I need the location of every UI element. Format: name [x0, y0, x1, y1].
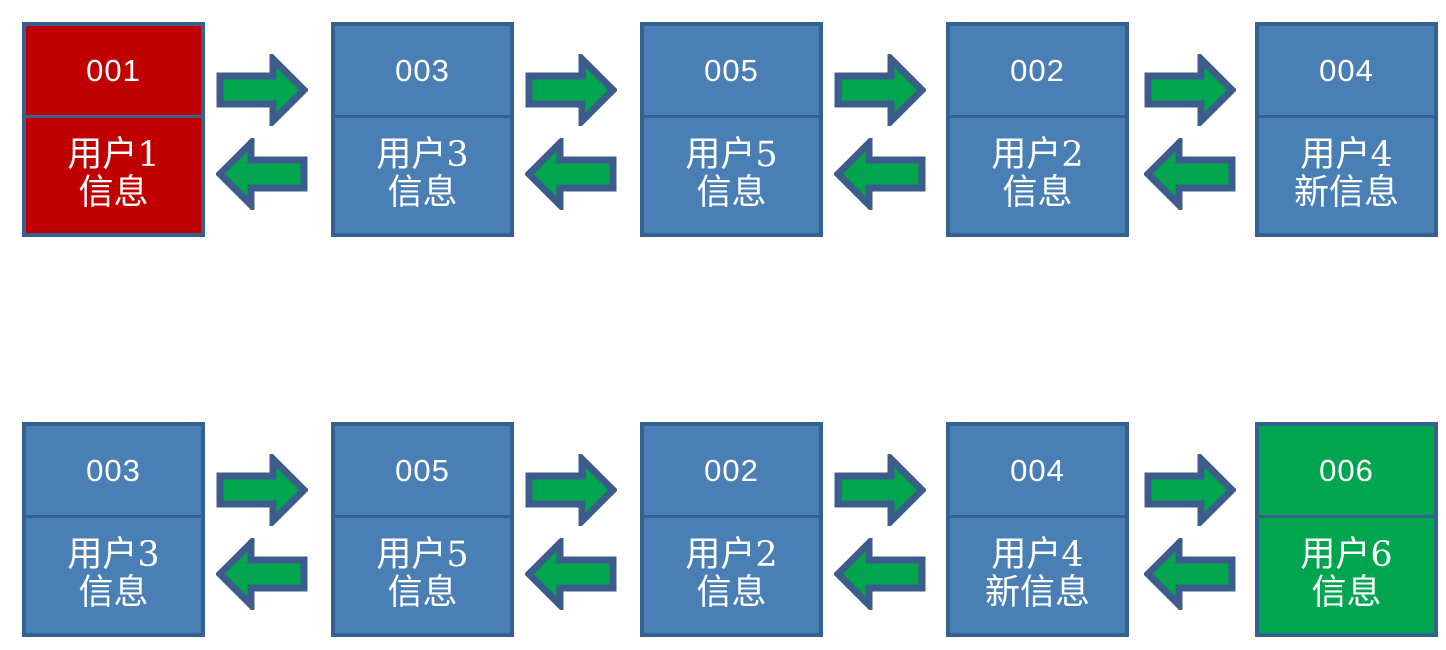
link-arrows [216, 454, 308, 614]
node-id: 006 [1319, 453, 1374, 488]
arrow-left-icon [216, 538, 308, 610]
node-box[interactable]: 005 用户5 信息 [640, 22, 823, 237]
node-body-line-1: 用户3 [376, 134, 469, 175]
node-header: 001 [26, 26, 201, 118]
link-arrows [834, 54, 926, 214]
node-body-line-1: 用户2 [991, 134, 1084, 175]
arrow-right-icon [216, 54, 308, 126]
node-id: 002 [704, 453, 759, 488]
node-body-line-2: 信息 [387, 172, 458, 213]
node-id: 002 [1010, 53, 1065, 88]
node-body-line-1: 用户2 [685, 534, 778, 575]
node-body: 用户1 信息 [26, 118, 201, 233]
node-body: 用户6 信息 [1259, 518, 1434, 633]
node-body: 用户3 信息 [335, 118, 510, 233]
node-body-line-1: 用户5 [685, 134, 778, 175]
node-id: 004 [1319, 53, 1374, 88]
node-box[interactable]: 002 用户2 信息 [946, 22, 1129, 237]
arrow-left-icon [525, 538, 617, 610]
node-header: 002 [950, 26, 1125, 118]
node-body: 用户5 信息 [335, 518, 510, 633]
arrow-right-icon [216, 454, 308, 526]
arrow-left-icon [1144, 538, 1236, 610]
node-body-line-2: 信息 [78, 172, 149, 213]
node-body: 用户3 信息 [26, 518, 201, 633]
node-body: 用户2 信息 [950, 118, 1125, 233]
node-body: 用户2 信息 [644, 518, 819, 633]
arrow-left-icon [1144, 138, 1236, 210]
node-body: 用户4 新信息 [1259, 118, 1434, 233]
node-body-line-1: 用户1 [67, 134, 160, 175]
arrow-left-icon [525, 138, 617, 210]
link-arrows [525, 54, 617, 214]
node-header: 003 [335, 26, 510, 118]
node-id: 003 [395, 53, 450, 88]
node-row-bottom: 003 用户3 信息 005 用户5 [0, 422, 1446, 637]
node-box[interactable]: 003 用户3 信息 [331, 22, 514, 237]
node-box[interactable]: 003 用户3 信息 [22, 422, 205, 637]
arrow-right-icon [525, 54, 617, 126]
node-id: 005 [395, 453, 450, 488]
node-header: 006 [1259, 426, 1434, 518]
arrow-right-icon [525, 454, 617, 526]
node-box[interactable]: 002 用户2 信息 [640, 422, 823, 637]
node-id: 001 [86, 53, 141, 88]
node-body-line-1: 用户4 [991, 534, 1084, 575]
node-body-line-1: 用户3 [67, 534, 160, 575]
node-header: 005 [335, 426, 510, 518]
node-box[interactable]: 004 用户4 新信息 [946, 422, 1129, 637]
arrow-left-icon [834, 138, 926, 210]
node-header: 005 [644, 26, 819, 118]
node-body-line-2: 信息 [387, 572, 458, 613]
node-body-line-2: 信息 [696, 572, 767, 613]
arrow-left-icon [216, 138, 308, 210]
link-arrows [525, 454, 617, 614]
node-body: 用户4 新信息 [950, 518, 1125, 633]
node-body-line-2: 信息 [1002, 172, 1073, 213]
link-arrows [1144, 54, 1236, 214]
node-body: 用户5 信息 [644, 118, 819, 233]
node-body-line-2: 新信息 [984, 572, 1090, 613]
node-id: 003 [86, 453, 141, 488]
node-body-line-2: 新信息 [1293, 172, 1399, 213]
node-header: 004 [950, 426, 1125, 518]
node-body-line-2: 信息 [78, 572, 149, 613]
arrow-right-icon [1144, 54, 1236, 126]
link-arrows [834, 454, 926, 614]
arrow-right-icon [834, 54, 926, 126]
node-row-top: 001 用户1 信息 003 用户3 [0, 22, 1446, 237]
node-header: 003 [26, 426, 201, 518]
node-box[interactable]: 006 用户6 信息 [1255, 422, 1438, 637]
arrow-right-icon [1144, 454, 1236, 526]
node-box[interactable]: 001 用户1 信息 [22, 22, 205, 237]
node-body-line-2: 信息 [1311, 572, 1382, 613]
arrow-right-icon [834, 454, 926, 526]
node-header: 002 [644, 426, 819, 518]
node-id: 005 [704, 53, 759, 88]
node-box[interactable]: 005 用户5 信息 [331, 422, 514, 637]
link-arrows [216, 54, 308, 214]
node-body-line-1: 用户6 [1300, 534, 1393, 575]
node-box[interactable]: 004 用户4 新信息 [1255, 22, 1438, 237]
node-body-line-1: 用户4 [1300, 134, 1393, 175]
node-id: 004 [1010, 453, 1065, 488]
arrow-left-icon [834, 538, 926, 610]
node-header: 004 [1259, 26, 1434, 118]
link-arrows [1144, 454, 1236, 614]
node-body-line-2: 信息 [696, 172, 767, 213]
node-body-line-1: 用户5 [376, 534, 469, 575]
